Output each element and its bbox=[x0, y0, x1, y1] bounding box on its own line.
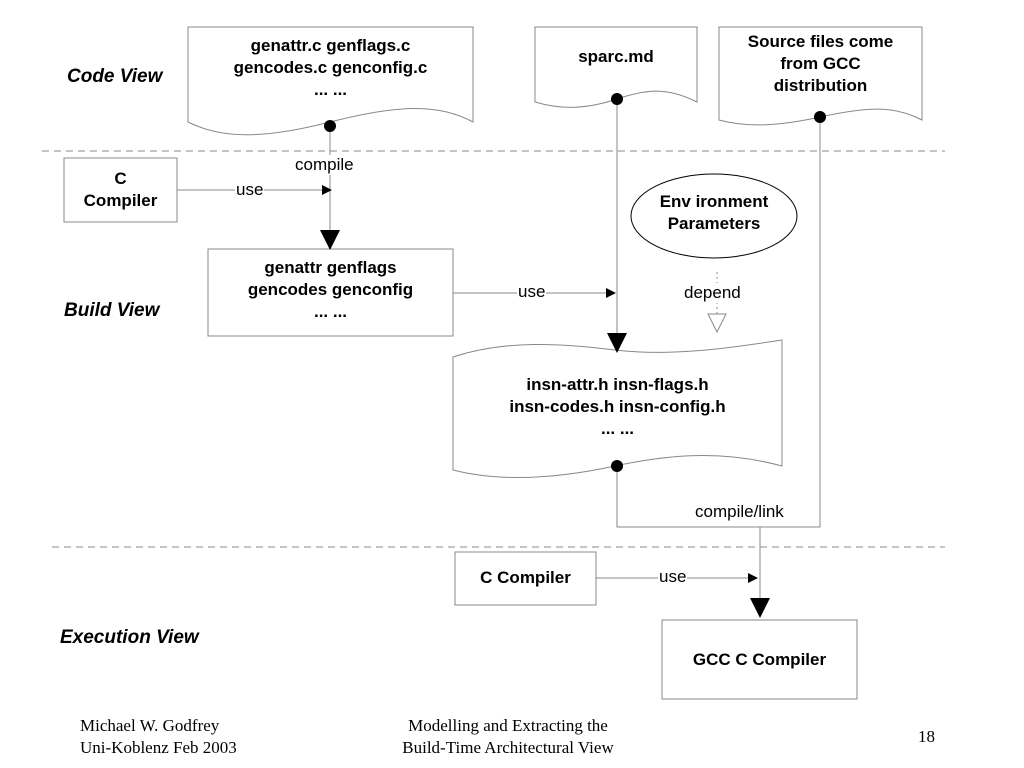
gcc-compiler-text: GCC C Compiler bbox=[692, 650, 827, 669]
execution-view-label: Execution View bbox=[60, 627, 199, 648]
code-files-line: genattr.c genflags.c bbox=[250, 36, 411, 55]
code-files-line: ... ... bbox=[313, 80, 348, 99]
footer-title-line: Build-Time Architectural View bbox=[402, 738, 614, 757]
source-note-line: distribution bbox=[773, 76, 868, 95]
footer-author-line: Uni-Koblenz Feb 2003 bbox=[80, 738, 237, 757]
sparc-dot bbox=[611, 93, 623, 105]
c-compiler-top-box bbox=[63, 157, 178, 223]
insn-headers-line: ... ... bbox=[600, 419, 635, 438]
use-bottom-edge-label: use bbox=[658, 567, 688, 587]
source-note-dot bbox=[814, 111, 826, 123]
c-compiler-bottom-box bbox=[454, 551, 597, 606]
footer-author: Michael W. Godfrey Uni-Koblenz Feb 2003 bbox=[80, 715, 237, 759]
build-box-line: gencodes genconfig bbox=[247, 280, 414, 299]
source-note-line: Source files come bbox=[747, 32, 894, 51]
code-files-text: genattr.c genflags.c gencodes.c genconfi… bbox=[188, 35, 473, 101]
source-note-text: Source files come from GCC distribution bbox=[719, 31, 922, 97]
c-compiler-bottom-text: C Compiler bbox=[480, 568, 571, 587]
footer-title-line: Modelling and Extracting the bbox=[408, 716, 608, 735]
env-params-line: Parameters bbox=[667, 214, 761, 233]
env-params-ellipse bbox=[630, 173, 798, 259]
use-mid-edge-label: use bbox=[517, 282, 547, 302]
insn-headers-line: insn-codes.h insn-config.h bbox=[509, 397, 726, 416]
depend-hollow-arrowhead bbox=[707, 313, 727, 334]
env-params-text: Env ironment Parameters bbox=[631, 191, 797, 235]
code-files-line: gencodes.c genconfig.c bbox=[233, 58, 428, 77]
c-compiler-top-line: Compiler bbox=[83, 191, 158, 210]
compile-link-edge-label: compile/link bbox=[694, 502, 785, 522]
use-bottom-arrowhead bbox=[748, 573, 758, 583]
insn-headers-document bbox=[452, 339, 783, 479]
code-doc-dot bbox=[324, 120, 336, 132]
code-view-label: Code View bbox=[67, 66, 163, 87]
source-note-line: from GCC bbox=[780, 54, 861, 73]
build-box bbox=[207, 248, 454, 337]
c-compiler-top-text: C Compiler bbox=[64, 168, 177, 212]
build-box-line: ... ... bbox=[313, 302, 348, 321]
insn-headers-text: insn-attr.h insn-flags.h insn-codes.h in… bbox=[453, 374, 782, 440]
env-params-line: Env ironment bbox=[659, 192, 769, 211]
page-number: 18 bbox=[918, 727, 935, 746]
compile-edge-label: compile bbox=[294, 155, 355, 175]
use-top-arrowhead bbox=[322, 185, 332, 195]
depend-edge-label: depend bbox=[683, 283, 742, 303]
sparc-arrowhead bbox=[607, 333, 627, 353]
edge-compile-link-line bbox=[616, 117, 821, 528]
use-top-edge-label: use bbox=[235, 180, 265, 200]
gcc-compiler-box bbox=[661, 619, 858, 700]
c-compiler-top-line: C bbox=[114, 169, 127, 188]
use-mid-arrowhead bbox=[606, 288, 616, 298]
gcc-arrowhead bbox=[750, 598, 770, 618]
insn-doc-dot bbox=[611, 460, 623, 472]
build-box-text: genattr genflags gencodes genconfig ... … bbox=[208, 257, 453, 323]
build-box-line: genattr genflags bbox=[264, 258, 397, 277]
build-view-label: Build View bbox=[64, 300, 160, 321]
insn-headers-line: insn-attr.h insn-flags.h bbox=[526, 375, 709, 394]
sparc-md-text: sparc.md bbox=[578, 47, 654, 66]
footer-author-line: Michael W. Godfrey bbox=[80, 716, 220, 735]
footer-title: Modelling and Extracting the Build-Time … bbox=[358, 715, 658, 759]
compile-arrowhead bbox=[320, 230, 340, 250]
